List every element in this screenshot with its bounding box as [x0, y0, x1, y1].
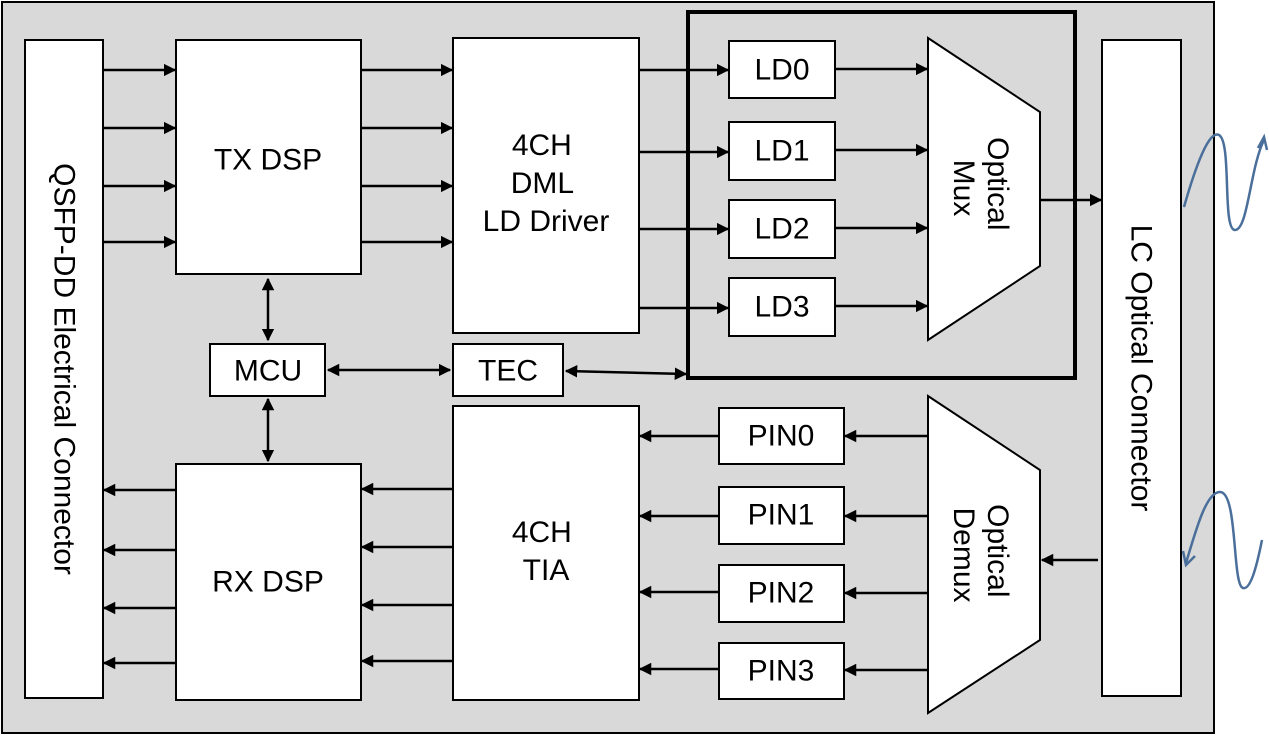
- optical-mux-block: Optical Mux: [927, 36, 1041, 342]
- rx-optical-wave-icon: [1184, 490, 1264, 590]
- ld-driver-line-2: DML: [511, 167, 574, 200]
- ld3-label: LD3: [754, 291, 809, 324]
- optical-mux-line-1: Optical: [981, 137, 1014, 230]
- tia-label: 4CH TIA: [512, 516, 580, 587]
- ld1-label: LD1: [754, 135, 809, 168]
- rx-dsp-label: RX DSP: [212, 566, 324, 599]
- ld1-block: LD1: [728, 121, 836, 181]
- tx-dsp-block: TX DSP: [175, 39, 362, 275]
- ld0-block: LD0: [728, 40, 836, 99]
- tx-optical-wave-arrowhead: [1256, 133, 1269, 151]
- optical-demux-label: Optical Demux: [947, 504, 1014, 606]
- pin2-block: PIN2: [718, 564, 845, 623]
- mcu-block: MCU: [209, 343, 326, 397]
- lc-optical-connector: LC Optical Connector: [1101, 39, 1182, 697]
- pin1-label: PIN1: [748, 499, 815, 532]
- tx-dsp-label: TX DSP: [214, 144, 322, 177]
- ld-driver-block: 4CH DML LD Driver: [452, 37, 640, 334]
- pin0-label: PIN0: [748, 420, 815, 453]
- pin3-label: PIN3: [748, 655, 815, 688]
- qsfp-dd-connector: QSFP-DD Electrical Connector: [24, 39, 104, 699]
- lc-optical-connector-label: LC Optical Connector: [1125, 225, 1158, 512]
- optical-mux-line-2: Mux: [947, 160, 980, 217]
- ld-driver-label: 4CH DML LD Driver: [483, 129, 610, 238]
- ld2-block: LD2: [728, 199, 836, 259]
- mcu-label: MCU: [234, 355, 302, 388]
- arrow-tec-laser: [564, 365, 688, 380]
- tia-line-2: TIA: [523, 554, 570, 587]
- optical-mux-label: Optical Mux: [947, 137, 1014, 239]
- optical-demux-block: Optical Demux: [927, 394, 1041, 715]
- pin2-label: PIN2: [748, 577, 815, 610]
- pin1-block: PIN1: [718, 486, 845, 545]
- ld3-block: LD3: [728, 277, 836, 337]
- optical-demux-line-2: Demux: [947, 507, 980, 602]
- laser-subassembly-box: [686, 10, 1077, 380]
- tia-line-1: 4CH: [512, 516, 572, 549]
- tec-block: TEC: [452, 343, 564, 397]
- pin0-block: PIN0: [718, 407, 845, 465]
- ld2-label: LD2: [754, 213, 809, 246]
- pin3-block: PIN3: [718, 642, 845, 700]
- tec-label: TEC: [478, 355, 538, 388]
- tx-optical-wave-icon: [1182, 133, 1266, 232]
- tia-block: 4CH TIA: [452, 405, 640, 701]
- ld0-label: LD0: [754, 54, 809, 87]
- rx-dsp-block: RX DSP: [175, 463, 362, 701]
- qsfp-dd-connector-label: QSFP-DD Electrical Connector: [48, 163, 81, 575]
- rx-optical-wave-arrowhead: [1181, 550, 1196, 568]
- ld-driver-line-3: LD Driver: [483, 205, 610, 238]
- ld-driver-line-1: 4CH: [512, 129, 572, 162]
- optical-demux-line-1: Optical: [981, 504, 1014, 597]
